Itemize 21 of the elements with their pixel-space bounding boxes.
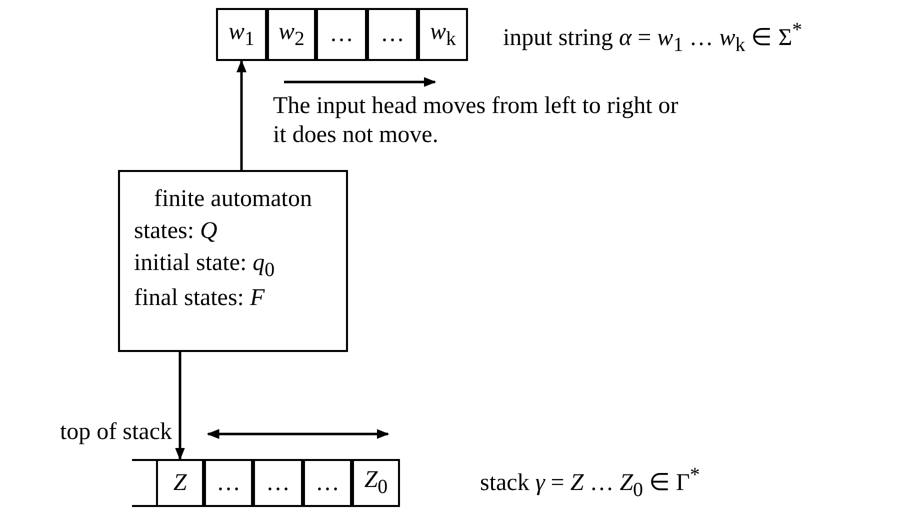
arrow [236, 60, 246, 170]
stack-cell [132, 459, 158, 507]
tape-cell: … [316, 8, 367, 61]
stack-cell: … [204, 459, 253, 507]
stack-cell: Z [156, 459, 204, 507]
box-text: final states: F [134, 284, 266, 314]
tape-cell: w$_{k}$ [418, 8, 468, 61]
automaton-box [118, 170, 348, 352]
tape-cell: … [367, 8, 418, 61]
stack-cell: … [253, 459, 303, 507]
note-text: The input head moves from left to right or it does not move. [273, 92, 680, 150]
formula-label: input string α = w$_{1}$ … w$_{k}$ ∈ Σ$^{*}$ [503, 18, 804, 57]
arrow [175, 352, 185, 460]
stack-cell: … [303, 459, 352, 507]
box-heading: finite automaton [153, 185, 313, 214]
stack-cell: Z$_{0}$ [352, 459, 400, 507]
box-text: initial state: q$_{0}$ [134, 248, 276, 282]
formula-label: stack γ = Z … Z$_{0}$ ∈ Γ$^{*}$ [480, 463, 701, 502]
tape-cell: w$_{1}$ [216, 8, 267, 61]
box-text: states: Q [134, 216, 218, 246]
tape-cell: w$_{2}$ [267, 8, 316, 61]
